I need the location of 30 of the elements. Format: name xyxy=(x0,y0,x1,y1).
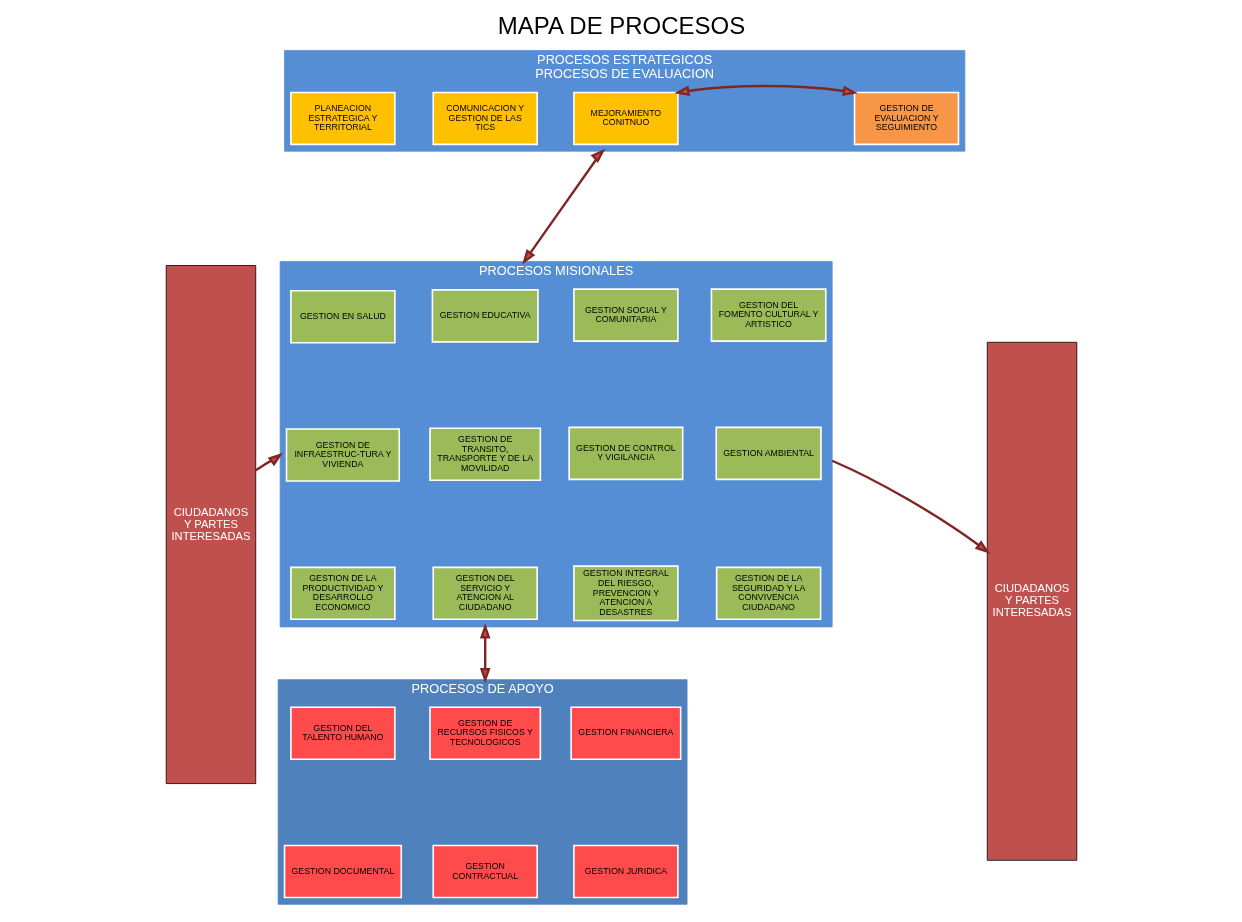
arrow xyxy=(254,452,283,472)
arrow xyxy=(831,459,990,554)
diagram-title: MAPA DE PROCESOS xyxy=(497,11,745,39)
node-box: GESTION CONTRACTUAL xyxy=(431,844,538,899)
node-box: COMUNICACION Y GESTION DE LAS TICS xyxy=(431,91,538,146)
node-box: GESTION DE CONTROL Y VIGILANCIA xyxy=(567,426,683,481)
node-box: GESTION INTEGRAL DEL RIESGO, PREVENCION Y ATENCION A DESASTRES xyxy=(572,565,679,622)
node-box: GESTION EN SALUD xyxy=(289,289,396,344)
node-box: GESTION DOCUMENTAL xyxy=(283,844,402,899)
node-box: GESTION DE INFRAESTRUC-TURA Y VIVIENDA xyxy=(285,428,400,482)
node-box: GESTION DEL TALENTO HUMANO xyxy=(289,706,396,760)
node-box: GESTION FINANCIERA xyxy=(569,706,681,760)
node-box: GESTION EDUCATIVA xyxy=(431,289,539,343)
node-box: GESTION DE TRANSITO, TRANSPORTE Y DE LA MOVILIDAD xyxy=(428,427,541,481)
node-box: MEJORAMIENTO CONITNUO xyxy=(572,91,679,146)
arrow xyxy=(479,623,491,684)
node-box: GESTION DE LA PRODUCTIVIDAD Y DESARROLLO ECONOMICO xyxy=(289,566,396,621)
node-box: GESTION DEL FOMENTO CULTURAL Y ARTISTICO xyxy=(710,288,827,342)
node-box: GESTION JURIDICA xyxy=(572,844,679,899)
node-box: GESTION DE RECURSOS FISICOS Y TECNOLOGICOS xyxy=(428,706,541,760)
arrow xyxy=(673,84,858,97)
node-box: GESTION DE LA SEGURIDAD Y LA CONVIVENCIA CIUDADANO xyxy=(715,566,821,621)
node-box: GESTION DE EVALUACION Y SEGUIMIENTO xyxy=(853,91,959,146)
node-box: GESTION DEL SERVICIO Y ATENCION AL CIUDADANO xyxy=(431,566,538,621)
arrow xyxy=(521,148,605,265)
node-box: GESTION SOCIAL Y COMUNITARIA xyxy=(572,288,679,342)
node-box: PLANEACION ESTRATEGICA Y TERRITORIAL xyxy=(289,91,396,146)
node-box: CIUDADANOS Y PARTES INTERESADAS xyxy=(165,265,256,784)
node-box: CIUDADANOS Y PARTES INTERESADAS xyxy=(986,341,1077,861)
node-box: GESTION AMBIENTAL xyxy=(714,426,822,481)
